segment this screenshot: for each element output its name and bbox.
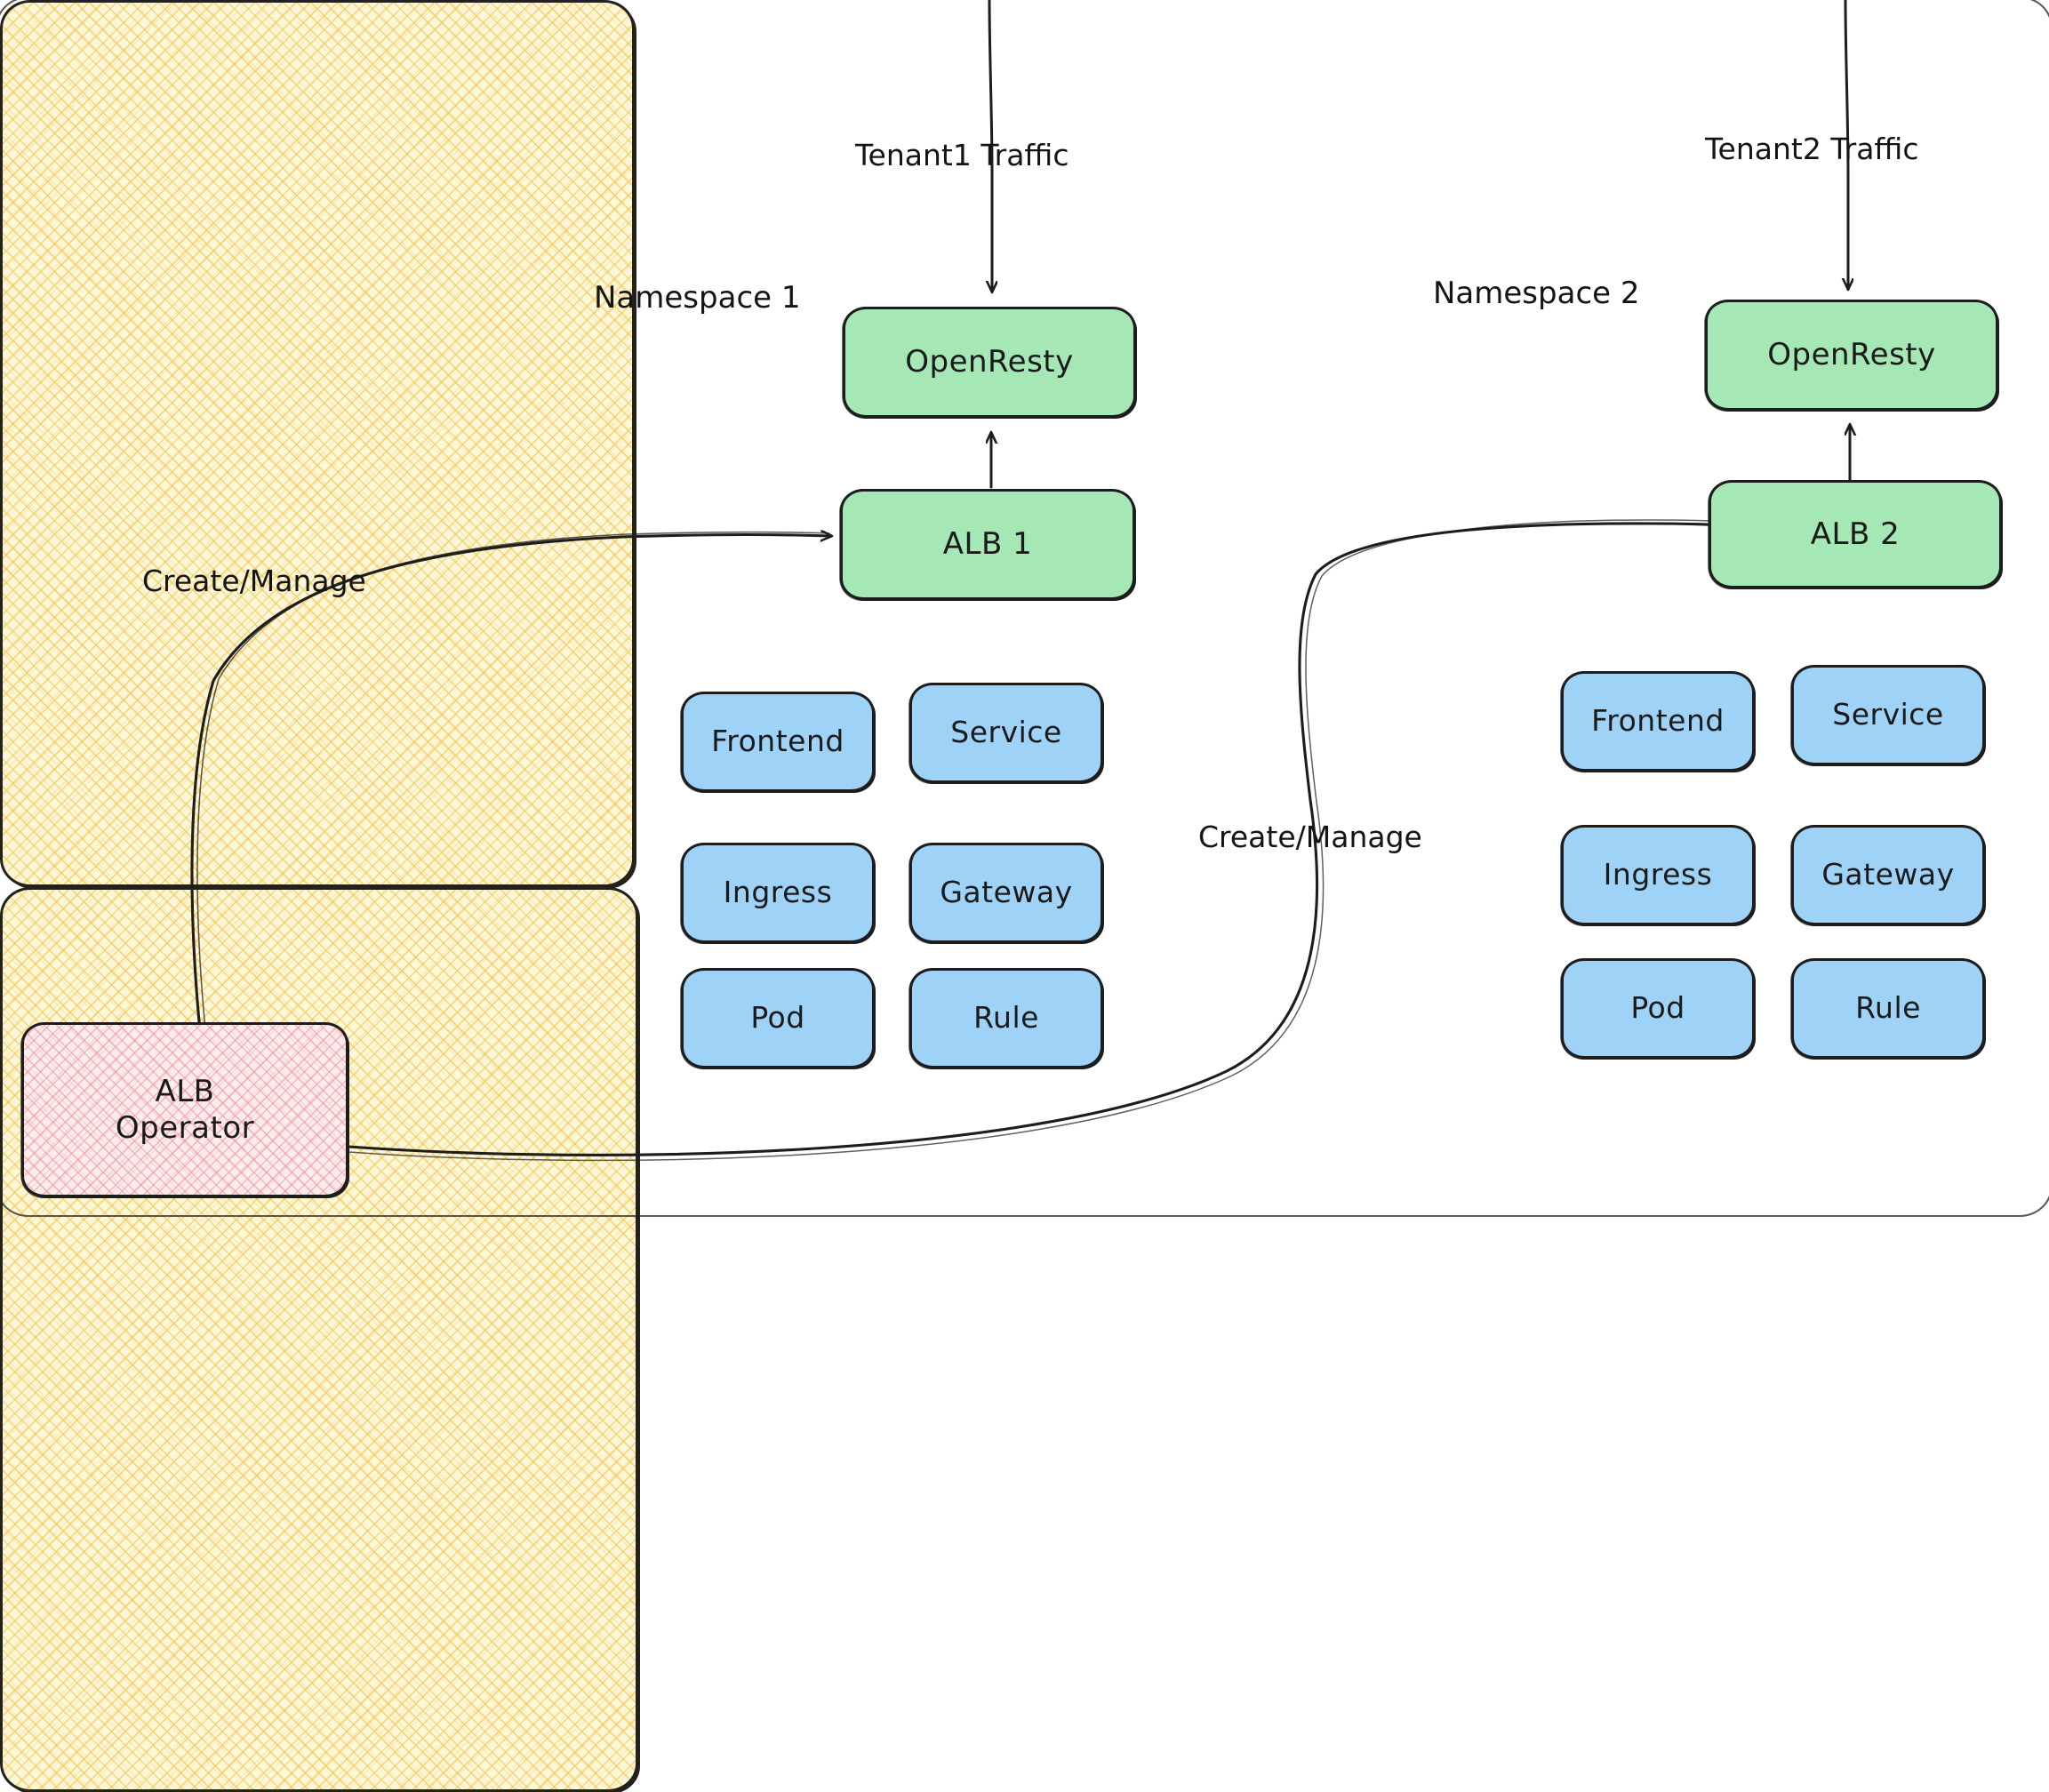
ns1-resource-service-label: Service [950, 715, 1062, 750]
arrow-operator-to-alb1 [190, 532, 831, 1060]
ns2-alb-node[interactable]: ALB 2 [1708, 480, 2002, 589]
ns1-resource-ingress[interactable]: Ingress [680, 843, 875, 944]
ns2-alb-label: ALB 2 [1810, 516, 1901, 552]
alb-operator-node[interactable]: ALB Operator [20, 1022, 348, 1198]
ns2-resource-ingress-label: Ingress [1603, 857, 1713, 892]
ns2-openresty-node[interactable]: OpenResty [1704, 300, 1998, 412]
traffic-label-tenant2: Tenant2 Traffic [1705, 132, 1919, 166]
ns1-resource-rule-label: Rule [973, 1000, 1039, 1036]
namespace-1-container [0, 0, 635, 887]
ns2-resource-gateway[interactable]: Gateway [1790, 825, 1985, 926]
ns1-resource-frontend[interactable]: Frontend [680, 692, 875, 793]
diagram-canvas: Create/Manage Create/Manage Tenant1 Traf… [0, 0, 2049, 1212]
ns1-resource-rule[interactable]: Rule [908, 968, 1103, 1069]
ns1-resource-frontend-label: Frontend [711, 724, 844, 759]
traffic-label-tenant1: Tenant1 Traffic [855, 138, 1069, 172]
ns2-openresty-label: OpenResty [1767, 337, 1936, 373]
arrow-tenant2-traffic [1845, 0, 1848, 289]
alb-operator-label: ALB Operator [115, 1074, 255, 1146]
ns2-resource-pod[interactable]: Pod [1560, 958, 1755, 1060]
ns1-resource-gateway-label: Gateway [940, 875, 1073, 910]
ns2-resource-service-label: Service [1832, 697, 1944, 732]
arrow-operator-to-alb2 [347, 519, 1736, 1162]
arrow-tenant1-traffic [989, 0, 992, 292]
connector-layer [190, 0, 2049, 1162]
namespace-1-title: Namespace 1 [594, 280, 801, 316]
ns1-alb-label: ALB 1 [942, 526, 1033, 563]
ns2-resource-frontend[interactable]: Frontend [1560, 671, 1755, 772]
ns1-openresty-node[interactable]: OpenResty [842, 307, 1136, 419]
ns1-resource-ingress-label: Ingress [723, 875, 833, 910]
ns2-resource-ingress[interactable]: Ingress [1560, 825, 1755, 926]
ns2-resource-rule[interactable]: Rule [1790, 958, 1985, 1060]
ns2-resource-service[interactable]: Service [1790, 665, 1985, 766]
ns1-resource-pod[interactable]: Pod [680, 968, 875, 1069]
namespace-2-title: Namespace 2 [1433, 276, 1640, 311]
ns2-resource-rule-label: Rule [1855, 990, 1921, 1026]
ns1-alb-node[interactable]: ALB 1 [839, 489, 1135, 601]
edge-label-create-manage-1: Create/Manage [142, 564, 366, 598]
edge-label-create-manage-2: Create/Manage [1198, 820, 1422, 854]
ns1-resource-service[interactable]: Service [908, 683, 1103, 784]
ns2-resource-gateway-label: Gateway [1821, 857, 1955, 892]
ns1-resource-gateway[interactable]: Gateway [908, 843, 1103, 944]
ns1-openresty-label: OpenResty [905, 344, 1074, 380]
ns2-resource-frontend-label: Frontend [1591, 703, 1725, 739]
ns2-resource-pod-label: Pod [1630, 990, 1685, 1026]
ns1-resource-pod-label: Pod [750, 1000, 805, 1036]
